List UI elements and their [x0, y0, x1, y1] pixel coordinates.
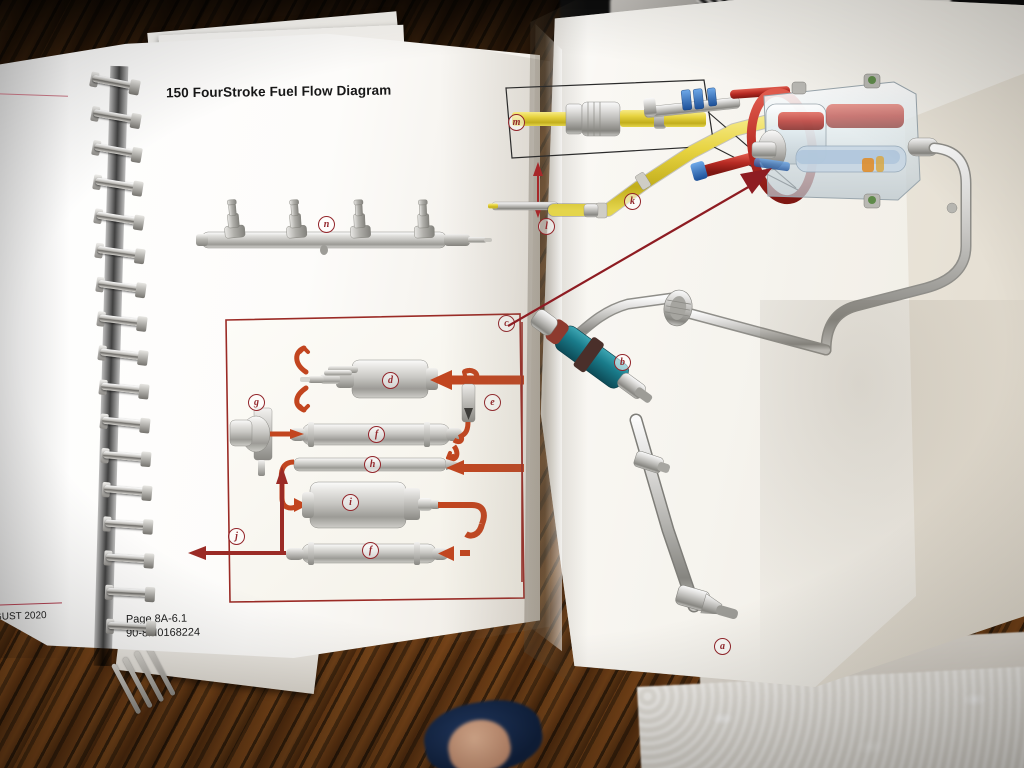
photo-scene: GUST 2020 150 FourStroke Fuel Flow Diagr…	[0, 0, 1024, 768]
photo-vignette	[0, 0, 1024, 768]
